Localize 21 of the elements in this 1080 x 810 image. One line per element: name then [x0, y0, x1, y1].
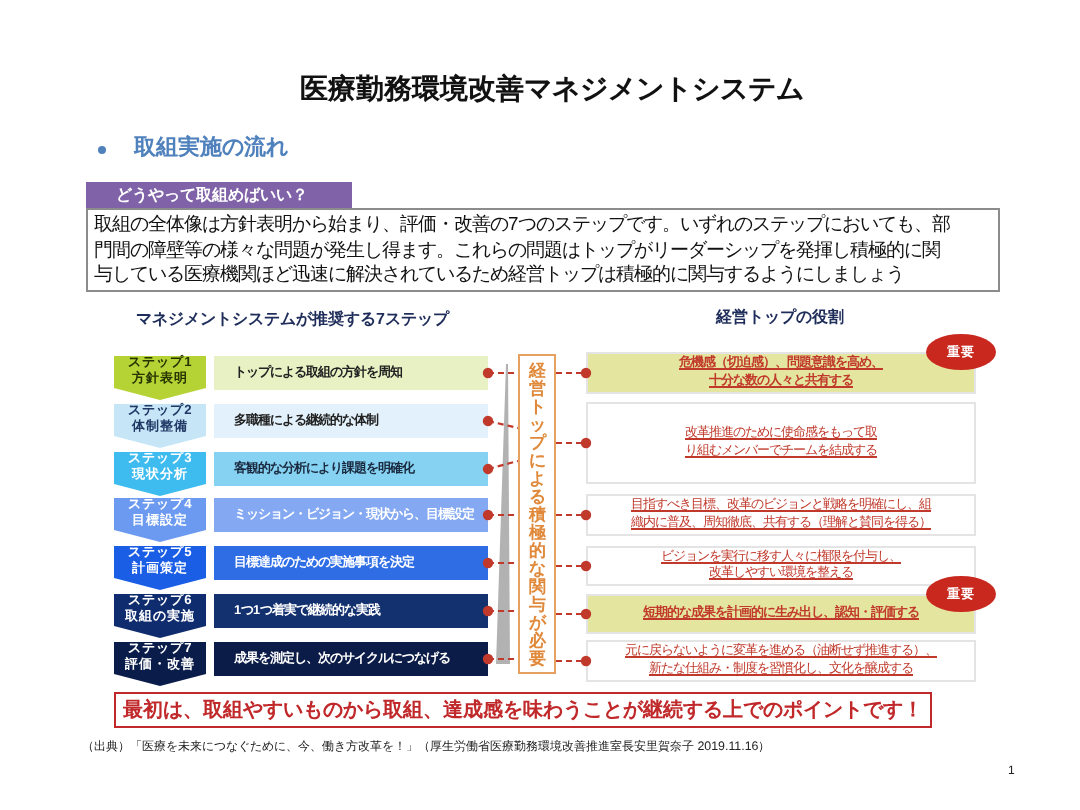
connector-line [556, 608, 592, 620]
column-heading: 経営トップの役割 [716, 308, 844, 328]
column-heading: マネジメントシステムが推奨する7ステップ [136, 310, 449, 330]
connector-line [482, 653, 518, 665]
connector-line [482, 415, 519, 430]
connector-line [556, 367, 592, 379]
connector-line [482, 557, 518, 569]
callout-box: 最初は、取組やすいものから取組、達成感を味わうことが継続する上でのポイントです！ [114, 692, 932, 728]
connector-line [482, 367, 518, 379]
text-box: 取組の全体像は方針表明から始まり、評価・改善の7つのステップです。いずれのステップにおいても、部門間の障壁等の様々な問題が発生し得ます。これらの問題はトップがリーダーシップを発揮し積極的に関与している医療機関ほど迅速に解決されているため経営トップは積極的に関与するようにしましょう [86, 208, 1000, 292]
section-heading: 取組実施の流れ [134, 136, 288, 162]
connector-line [482, 459, 519, 475]
vertical-text-box: 経営トップによる積極的な関与が必要 [518, 354, 556, 674]
connector-line [556, 509, 592, 521]
title: 医療勤務環境改善マネジメントシステム [300, 72, 804, 106]
connector-line [482, 509, 518, 521]
connector-line [556, 560, 592, 572]
heading-band: どうやって取組めばいい？ [86, 182, 352, 208]
connector-line [556, 655, 592, 667]
connector-line [556, 437, 592, 449]
connector-line [482, 605, 518, 617]
